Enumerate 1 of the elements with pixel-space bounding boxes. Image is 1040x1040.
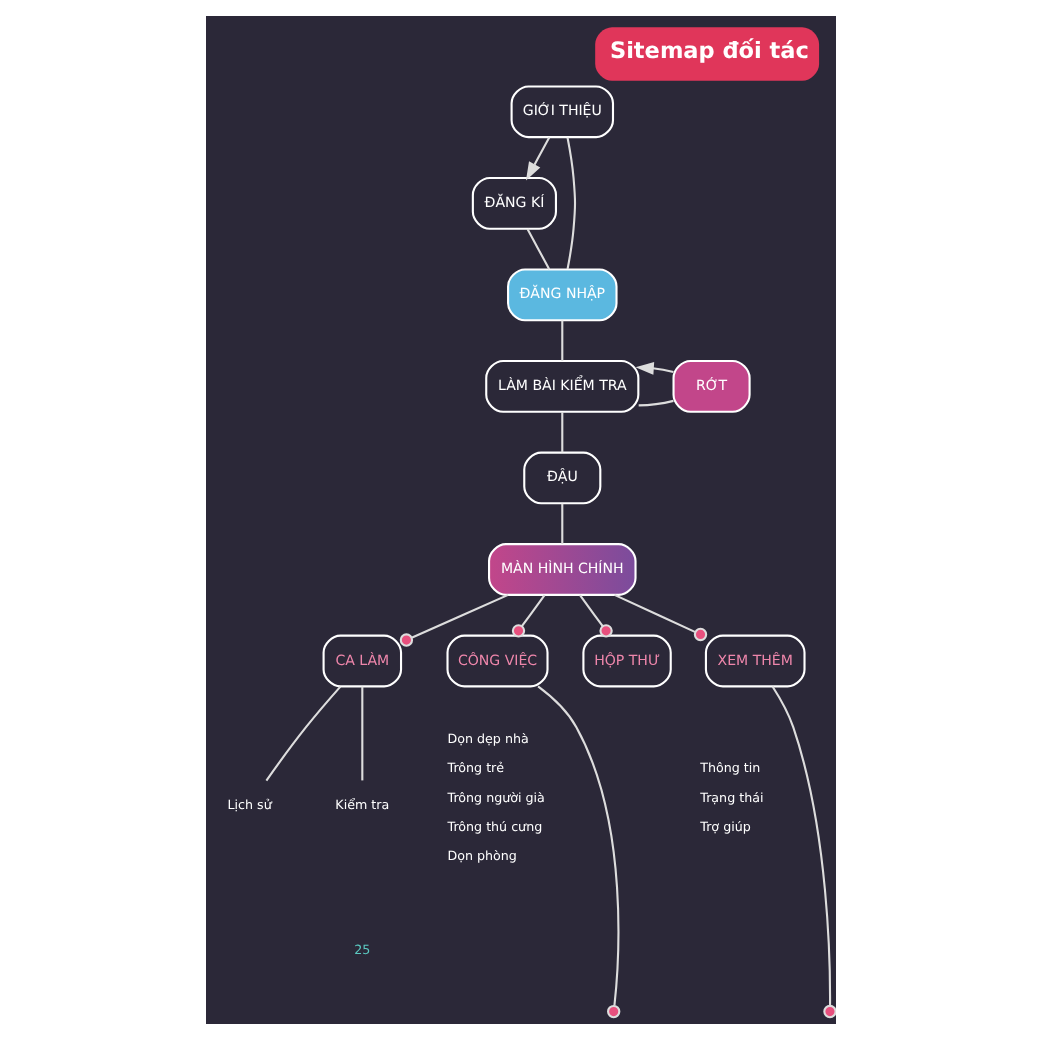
diagram-title: Sitemap đối tác (608, 38, 808, 65)
